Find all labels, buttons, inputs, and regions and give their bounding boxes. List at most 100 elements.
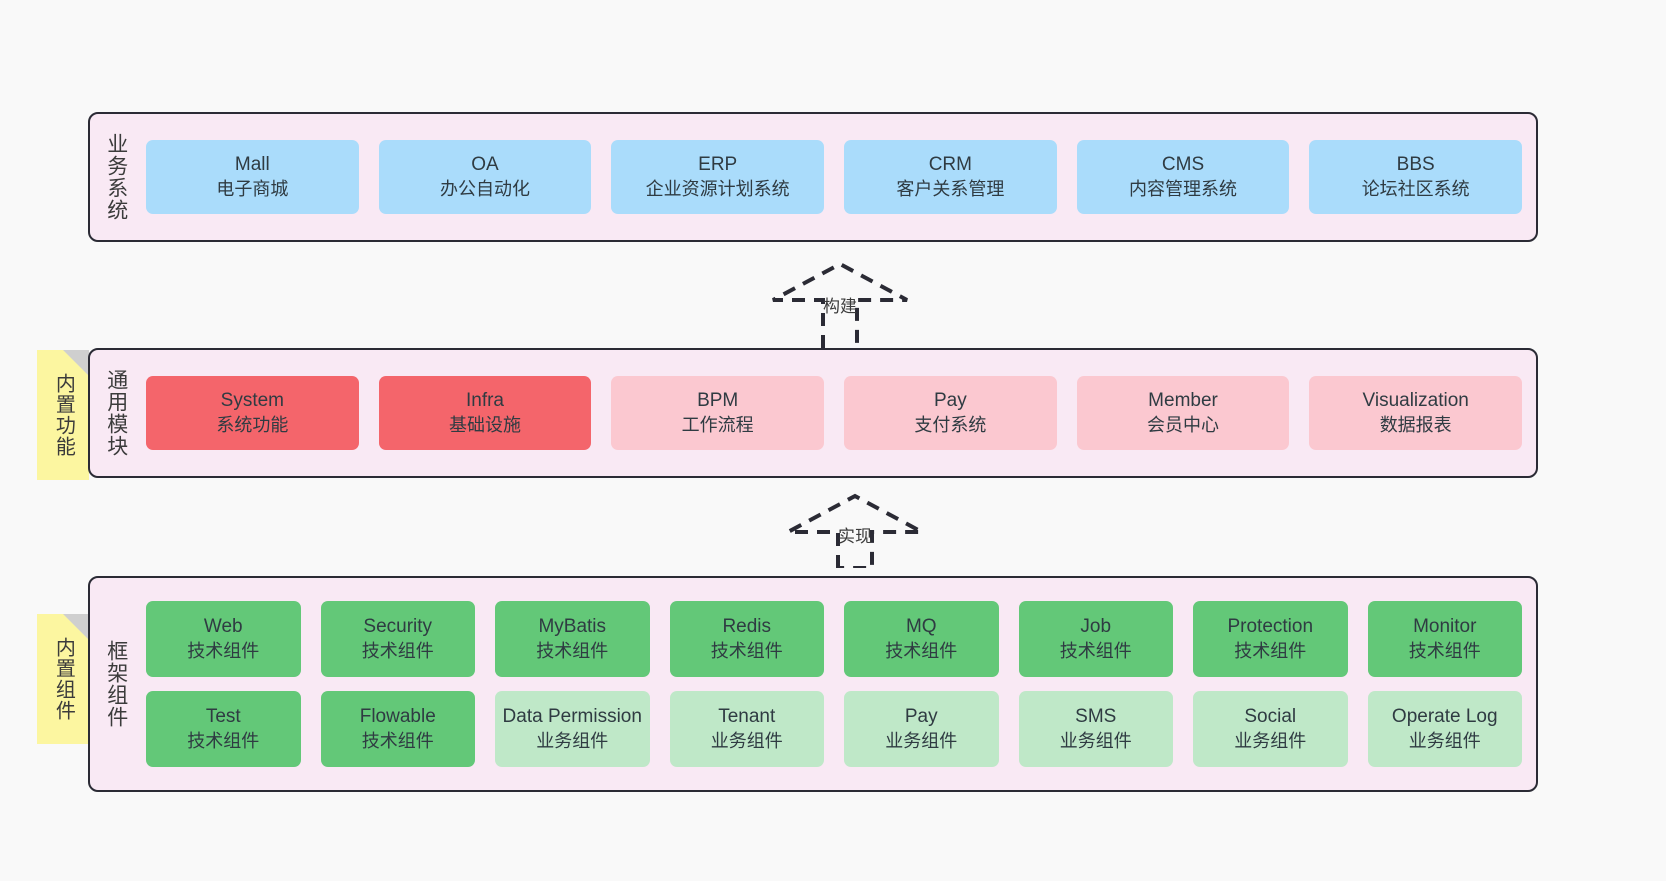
card-subtitle: 工作流程 <box>681 414 754 435</box>
note-builtin-components-label: 内置组件 <box>52 637 75 721</box>
card-subtitle: 论坛社区系统 <box>1361 178 1470 199</box>
card-subtitle: 业务组件 <box>710 730 783 751</box>
card-title: CMS <box>1161 154 1205 176</box>
card-title: Visualization <box>1362 390 1469 412</box>
card-subtitle: 系统功能 <box>216 414 289 435</box>
note-builtin-components: 内置组件 <box>37 614 89 744</box>
card-subtitle: 客户关系管理 <box>896 178 1005 199</box>
arrow-implement-label: 实现 <box>838 527 872 546</box>
card-title: MyBatis <box>538 616 607 638</box>
card-subtitle: 数据报表 <box>1379 414 1452 435</box>
card-subtitle: 技术组件 <box>1408 640 1481 661</box>
card-subtitle: 基础设施 <box>449 414 521 435</box>
card-subtitle: 业务组件 <box>536 730 609 751</box>
card-subtitle: 技术组件 <box>536 640 609 661</box>
card-subtitle: 业务组件 <box>1234 730 1307 751</box>
card-subtitle: 业务组件 <box>1059 730 1132 751</box>
card-title: Test <box>205 706 241 728</box>
card-subtitle: 业务组件 <box>885 730 958 751</box>
card-title: Pay <box>904 706 938 728</box>
arrow-build-label: 构建 <box>823 297 857 316</box>
card-title: SMS <box>1075 706 1117 728</box>
card-subtitle: 技术组件 <box>710 640 783 661</box>
card-title: Data Permission <box>502 706 642 728</box>
card-title: Operate Log <box>1391 706 1498 728</box>
layer-title-common: 通用模块 <box>104 369 128 457</box>
card-title: Web <box>203 616 243 638</box>
card-subtitle: 内容管理系统 <box>1129 178 1238 199</box>
card-subtitle: 技术组件 <box>187 730 260 751</box>
card-subtitle: 企业资源计划系统 <box>645 178 790 199</box>
card-title: Tenant <box>718 706 776 728</box>
card-subtitle: 业务组件 <box>1408 730 1481 751</box>
card-title: Mall <box>234 154 270 176</box>
card-title: Flowable <box>359 706 436 728</box>
arrow-build: 构建 <box>755 256 925 348</box>
card-title: Social <box>1244 706 1297 728</box>
card-title: Job <box>1080 616 1112 638</box>
card-title: Security <box>363 616 433 638</box>
card-title: Protection <box>1227 616 1314 638</box>
card-subtitle: 技术组件 <box>361 640 434 661</box>
card-title: Member <box>1148 390 1218 412</box>
card-title: MQ <box>905 616 937 638</box>
card-title: ERP <box>698 154 738 176</box>
card-title: BPM <box>697 390 739 412</box>
card-subtitle: 支付系统 <box>914 414 987 435</box>
arrow-implement: 实现 <box>770 488 940 568</box>
card-subtitle: 技术组件 <box>1059 640 1132 661</box>
note-builtin-features: 内置功能 <box>37 350 89 480</box>
layer-title-business: 业务系统 <box>104 133 128 221</box>
card-subtitle: 技术组件 <box>187 640 260 661</box>
card-subtitle: 技术组件 <box>1234 640 1307 661</box>
card-title: Pay <box>933 390 967 412</box>
card-subtitle: 办公自动化 <box>440 178 530 199</box>
note-builtin-features-label: 内置功能 <box>52 373 75 457</box>
card-title: OA <box>471 154 499 176</box>
layer-title-framework: 框架组件 <box>104 640 128 728</box>
card-title: Redis <box>722 616 772 638</box>
card-title: BBS <box>1396 154 1435 176</box>
card-title: System <box>220 390 285 412</box>
card-subtitle: 电子商城 <box>216 178 289 199</box>
card-subtitle: 技术组件 <box>885 640 958 661</box>
card-title: Monitor <box>1413 616 1477 638</box>
